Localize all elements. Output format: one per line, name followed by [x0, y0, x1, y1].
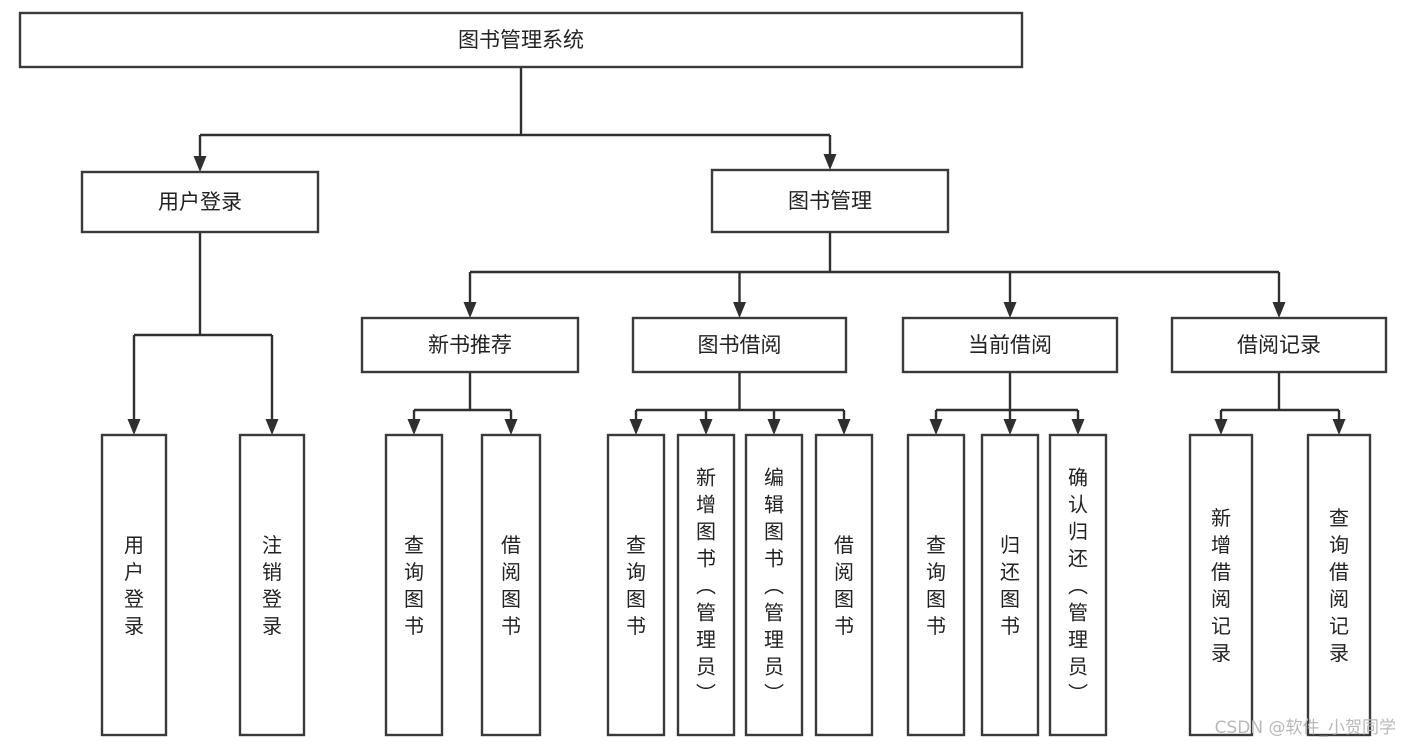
node-leaf-add-record[interactable]: 新增借阅记录 [1188, 433, 1254, 737]
node-leaf-edit-book-frame [744, 433, 804, 737]
node-leaf-add-record-frame [1188, 433, 1254, 737]
arrow-head-icon-new-book-recommend-leaf-1 [504, 419, 518, 435]
arrow-head-icon-current-borrow-leaf-1 [1003, 419, 1017, 435]
arrow-head-icon-level2-2 [1003, 302, 1017, 318]
node-leaf-query-book-2[interactable]: 查询图书 [606, 433, 666, 737]
node-leaf-logout-login-frame [238, 433, 306, 737]
node-book-borrow-frame [631, 316, 848, 374]
node-borrow-record[interactable]: 借阅记录 [1170, 316, 1388, 374]
node-leaf-query-record-label: 查询借阅记录 [1329, 506, 1349, 665]
node-leaf-borrow-book-1[interactable]: 借阅图书 [480, 433, 542, 737]
node-root-book-management-system-frame [18, 11, 1024, 69]
node-leaf-logout-login[interactable]: 注销登录 [238, 433, 306, 737]
node-leaf-add-book-frame [676, 433, 736, 737]
node-leaf-return-book-label: 归还图书 [1000, 533, 1020, 638]
node-user-login-frame [80, 170, 320, 234]
node-leaf-return-book-frame [980, 433, 1040, 737]
node-borrow-record-label: 借阅记录 [1237, 333, 1321, 357]
node-leaf-query-book-1-frame [384, 433, 444, 737]
node-leaf-add-record-label: 新增借阅记录 [1211, 506, 1231, 665]
node-leaf-borrow-book-2-label: 借阅图书 [834, 533, 854, 638]
arrow-head-icon-level1-0 [193, 156, 207, 172]
node-root-book-management-system[interactable]: 图书管理系统 [18, 11, 1024, 69]
arrow-head-icon-book-borrow-leaf-1 [699, 419, 713, 435]
arrow-head-icon-book-borrow-leaf-2 [767, 419, 781, 435]
node-current-borrow[interactable]: 当前借阅 [901, 316, 1119, 374]
node-leaf-edit-book[interactable]: 编辑图书︵管理员︶ [744, 433, 804, 737]
node-leaf-query-book-1-label: 查询图书 [404, 533, 424, 638]
node-leaf-add-book-label: 新增图书︵管理员︶ [696, 466, 716, 706]
arrow-head-icon-level2-1 [733, 302, 746, 318]
node-leaf-query-book-3[interactable]: 查询图书 [906, 433, 966, 737]
node-root-book-management-system-label: 图书管理系统 [458, 28, 584, 52]
node-new-book-recommend-label: 新书推荐 [428, 333, 512, 357]
node-user-login-label: 用户登录 [158, 190, 242, 214]
arrow-head-icon-level2-0 [463, 302, 477, 318]
node-leaf-user-login-label: 用户登录 [124, 533, 144, 638]
node-leaf-confirm-return-frame [1048, 433, 1108, 737]
arrow-head-icon-borrow-record-leaf-1 [1332, 419, 1346, 435]
node-current-borrow-frame [901, 316, 1119, 374]
node-leaf-user-login[interactable]: 用户登录 [100, 433, 168, 737]
node-leaf-return-book[interactable]: 归还图书 [980, 433, 1040, 737]
node-layer: 图书管理系统用户登录图书管理新书推荐图书借阅当前借阅借阅记录用户登录注销登录查询… [18, 11, 1388, 737]
node-leaf-add-book[interactable]: 新增图书︵管理员︶ [676, 433, 736, 737]
node-user-login[interactable]: 用户登录 [80, 170, 320, 234]
arrow-head-icon-book-borrow-leaf-3 [837, 419, 851, 435]
node-leaf-query-record[interactable]: 查询借阅记录 [1306, 433, 1372, 737]
arrow-head-icon-level1-1 [823, 154, 837, 170]
node-leaf-user-login-frame [100, 433, 168, 737]
node-leaf-query-book-3-label: 查询图书 [926, 533, 946, 638]
node-leaf-query-record-frame [1306, 433, 1372, 737]
arrow-head-icon-user-login-leaf-1 [265, 419, 279, 435]
node-book-borrow[interactable]: 图书借阅 [631, 316, 848, 374]
arrow-head-icon-borrow-record-leaf-0 [1214, 419, 1228, 435]
arrow-head-icon-current-borrow-leaf-0 [929, 419, 943, 435]
node-leaf-edit-book-label: 编辑图书︵管理员︶ [764, 466, 784, 706]
node-leaf-query-book-3-frame [906, 433, 966, 737]
arrow-head-icon-user-login-leaf-0 [127, 419, 141, 435]
arrow-head-icon-current-borrow-leaf-2 [1071, 419, 1085, 435]
arrow-head-icon-new-book-recommend-leaf-0 [407, 419, 421, 435]
node-leaf-borrow-book-1-frame [480, 433, 542, 737]
arrow-head-icon-book-borrow-leaf-0 [629, 419, 643, 435]
node-leaf-borrow-book-1-label: 借阅图书 [501, 533, 521, 638]
node-current-borrow-label: 当前借阅 [968, 333, 1052, 357]
node-leaf-borrow-book-2-frame [814, 433, 874, 737]
node-leaf-query-book-1[interactable]: 查询图书 [384, 433, 444, 737]
node-leaf-query-book-2-frame [606, 433, 666, 737]
node-new-book-recommend-frame [360, 316, 580, 374]
connector-layer [127, 67, 1346, 435]
node-leaf-query-book-2-label: 查询图书 [626, 533, 646, 638]
arrow-head-icon-level2-3 [1272, 302, 1286, 318]
csdn-watermark: CSDN @软件_小贺同学 [1215, 718, 1396, 738]
node-book-manage-frame [710, 168, 950, 234]
node-borrow-record-frame [1170, 316, 1388, 374]
node-leaf-borrow-book-2[interactable]: 借阅图书 [814, 433, 874, 737]
node-new-book-recommend[interactable]: 新书推荐 [360, 316, 580, 374]
node-leaf-logout-login-label: 注销登录 [262, 533, 282, 638]
node-book-manage[interactable]: 图书管理 [710, 168, 950, 234]
node-leaf-confirm-return-label: 确认归还︵管理员︶ [1068, 466, 1088, 706]
node-book-borrow-label: 图书借阅 [698, 333, 782, 357]
node-book-manage-label: 图书管理 [788, 189, 872, 213]
node-leaf-confirm-return[interactable]: 确认归还︵管理员︶ [1048, 433, 1108, 737]
